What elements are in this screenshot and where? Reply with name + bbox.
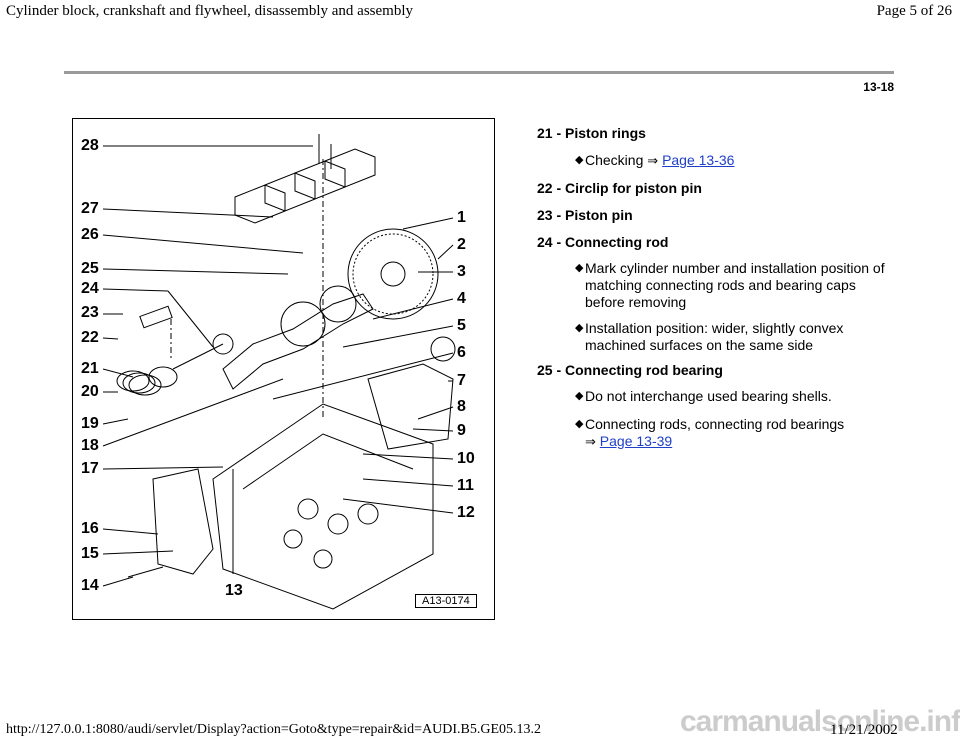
section-number: 13-18 xyxy=(863,80,894,94)
callout-2: 2 xyxy=(457,236,466,253)
bullet-text: Mark cylinder number and installation po… xyxy=(585,260,885,310)
link-page-13-39[interactable]: Page 13-39 xyxy=(599,433,673,449)
item-21-label: 21 - Piston rings xyxy=(537,125,646,141)
callout-21: 21 xyxy=(81,360,99,377)
page-indicator: Page 5 of 26 xyxy=(876,3,952,19)
bullet-do-not-interchange: ◆ Do not interchange used bearing shells… xyxy=(575,388,885,405)
callout-6: 6 xyxy=(457,344,466,361)
callout-20: 20 xyxy=(81,383,99,400)
diamond-icon: ◆ xyxy=(575,418,584,430)
callout-9: 9 xyxy=(457,422,466,439)
item-25-label: 25 - Connecting rod bearing xyxy=(537,362,723,378)
callout-16: 16 xyxy=(81,520,99,537)
footer-url: http://127.0.0.1:8080/audi/servlet/Displ… xyxy=(6,722,541,737)
diamond-icon: ◆ xyxy=(575,322,584,334)
figure-code: A13-0174 xyxy=(415,594,477,608)
callout-19: 19 xyxy=(81,415,99,432)
link-page-13-36[interactable]: Page 13-36 xyxy=(662,152,735,168)
callout-22: 22 xyxy=(81,329,99,346)
callout-4: 4 xyxy=(457,290,466,307)
bullet-connecting-rods: ◆ Connecting rods, connecting rod bearin… xyxy=(575,416,885,450)
callout-26: 26 xyxy=(81,226,99,243)
bullet-text: Checking xyxy=(585,152,644,168)
callout-1: 1 xyxy=(457,209,466,226)
callout-17: 17 xyxy=(81,460,99,477)
callout-12: 12 xyxy=(457,504,475,521)
watermark: carmanualsonline.info xyxy=(680,705,960,738)
arrow-icon: ⇒ xyxy=(585,434,596,449)
callout-15: 15 xyxy=(81,545,99,562)
item-24-label: 24 - Connecting rod xyxy=(537,234,669,250)
bullet-mark-cylinder: ◆ Mark cylinder number and installation … xyxy=(575,260,885,311)
diamond-icon: ◆ xyxy=(575,154,584,166)
item-23-label: 23 - Piston pin xyxy=(537,207,633,223)
diamond-icon: ◆ xyxy=(575,390,584,402)
callout-14: 14 xyxy=(81,577,99,594)
callout-7: 7 xyxy=(457,372,466,389)
callout-5: 5 xyxy=(457,317,466,334)
arrow-icon: ⇒ xyxy=(647,153,659,168)
callout-28: 28 xyxy=(81,137,99,154)
callout-24: 24 xyxy=(81,280,99,297)
callout-18: 18 xyxy=(81,437,99,454)
engine-exploded-drawing xyxy=(102,134,456,610)
callout-23: 23 xyxy=(81,304,99,321)
bullet-text: Connecting rods, connecting rod bearings xyxy=(585,416,845,432)
callout-27: 27 xyxy=(81,200,99,217)
bullet-installation-position: ◆ Installation position: wider, slightly… xyxy=(575,320,885,354)
callout-25: 25 xyxy=(81,260,99,277)
bullet-checking: ◆ Checking ⇒ Page 13-36 xyxy=(575,152,885,169)
header-rule xyxy=(64,71,894,74)
bullet-text: Installation position: wider, slightly c… xyxy=(585,320,844,353)
document-title: Cylinder block, crankshaft and flywheel,… xyxy=(6,3,413,19)
callout-13: 13 xyxy=(225,582,243,599)
callout-3: 3 xyxy=(457,263,466,280)
exploded-view-figure: 28 27 26 25 24 23 22 21 20 19 18 17 16 1… xyxy=(72,118,495,620)
callout-10: 10 xyxy=(457,450,475,467)
diamond-icon: ◆ xyxy=(575,262,584,274)
bullet-text: Do not interchange used bearing shells. xyxy=(585,388,832,404)
item-22-label: 22 - Circlip for piston pin xyxy=(537,180,702,196)
footer-date: 11/21/2002 xyxy=(830,722,898,738)
callout-11: 11 xyxy=(457,477,474,494)
callout-8: 8 xyxy=(457,398,466,415)
